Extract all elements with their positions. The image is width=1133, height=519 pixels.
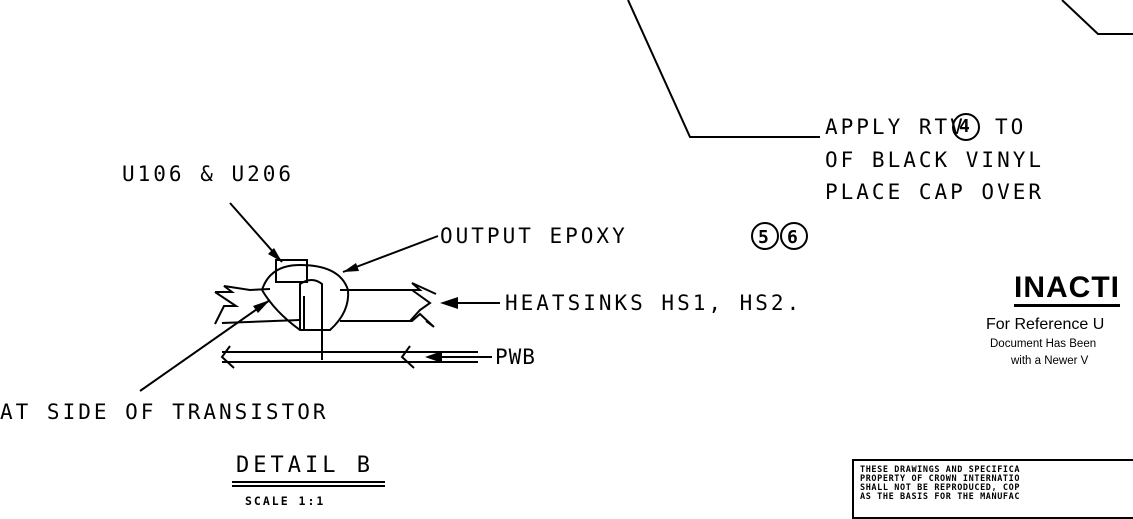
stamp-line3: with a Newer V bbox=[1011, 355, 1089, 367]
epoxy-blob bbox=[261, 263, 350, 331]
legal-line2: PROPERTY OF CROWN INTERNATIO bbox=[860, 474, 1021, 484]
arrowhead-u106 bbox=[268, 248, 282, 262]
transistor-lead bbox=[299, 279, 323, 360]
heatsinks-label: HEATSINKS HS1, HS2. bbox=[505, 291, 803, 315]
part-ref-label: U106 & U206 bbox=[122, 162, 295, 186]
callout-circle-4: 4 bbox=[959, 116, 970, 137]
arrowhead-pwb bbox=[425, 351, 442, 363]
leader-top-right bbox=[1061, 0, 1133, 35]
stamp-line1: For Reference U bbox=[986, 316, 1105, 333]
flat-side-label: AT SIDE OF TRANSISTOR bbox=[0, 400, 329, 424]
apply-rtv-line3: PLACE CAP OVER bbox=[825, 180, 1045, 204]
legal-line4: AS THE BASIS FOR THE MANUFAC bbox=[860, 492, 1021, 502]
transistor-cap bbox=[275, 259, 308, 283]
leader-apply-rtv bbox=[627, 0, 820, 138]
detail-scale: SCALE 1:1 bbox=[245, 494, 326, 508]
callout-circle-6: 6 bbox=[787, 227, 798, 248]
leader-flat-side bbox=[139, 299, 271, 392]
arrowhead-heatsinks bbox=[440, 297, 458, 309]
leader-output-epoxy bbox=[342, 235, 439, 273]
apply-rtv-line1: APPLY RTV bbox=[825, 115, 966, 139]
heatsink-outline-top bbox=[215, 285, 271, 293]
legal-line1: THESE DRAWINGS AND SPECIFICA bbox=[860, 465, 1021, 475]
stamp-line2: Document Has Been bbox=[990, 338, 1097, 350]
arrowhead-flat bbox=[253, 300, 270, 313]
apply-rtv-line2: OF BLACK VINYL bbox=[825, 148, 1045, 172]
detail-title: DETAIL B bbox=[236, 453, 374, 478]
arrowhead-epoxy bbox=[343, 263, 359, 272]
legal-notice-box: THESE DRAWINGS AND SPECIFICA PROPERTY OF… bbox=[852, 459, 1133, 519]
output-epoxy-label: OUTPUT EPOXY bbox=[440, 224, 628, 248]
pwb-label: PWB bbox=[495, 345, 536, 369]
callout-circle-5: 5 bbox=[758, 227, 769, 248]
legal-line3: SHALL NOT BE REPRODUCED, COP bbox=[860, 483, 1021, 493]
apply-rtv-to: TO bbox=[995, 115, 1027, 139]
inactive-stamp-title: INACTI bbox=[1014, 272, 1120, 307]
